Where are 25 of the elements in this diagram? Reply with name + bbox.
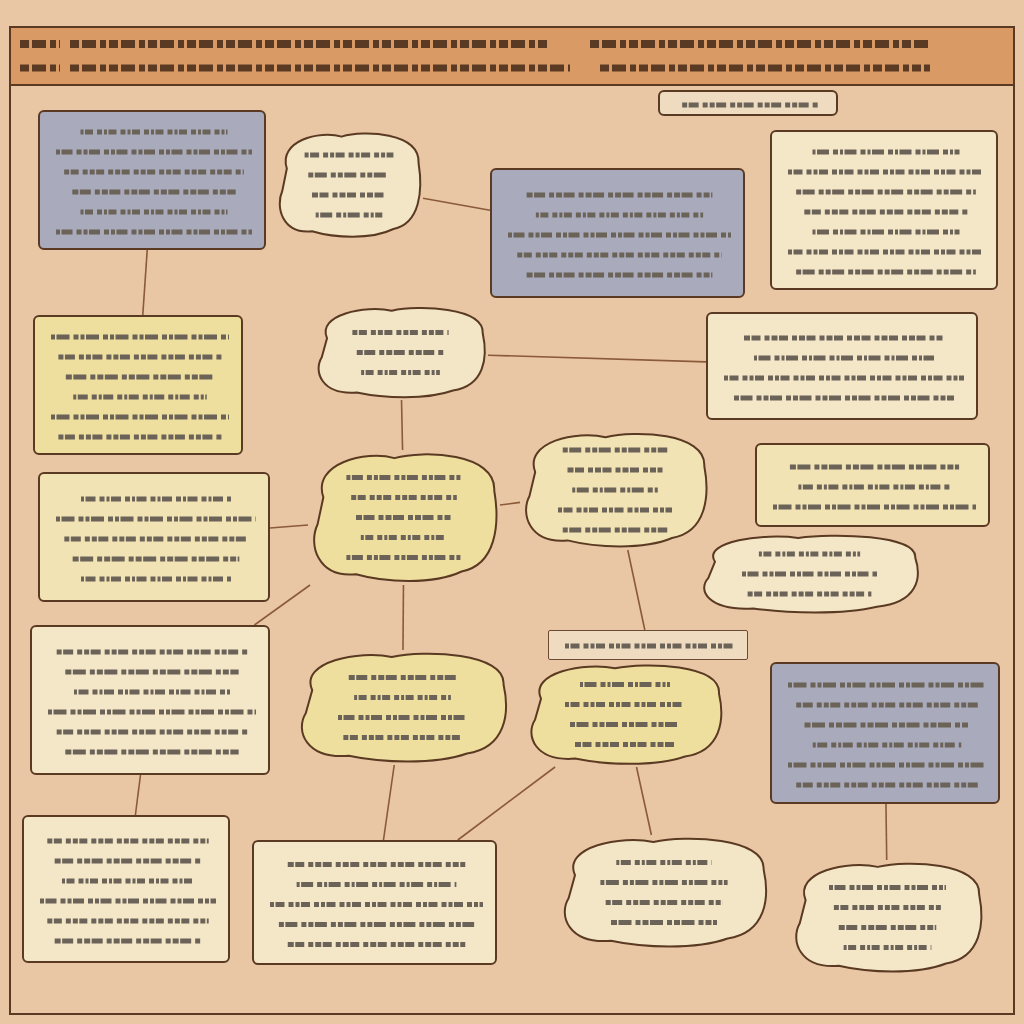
note-box bbox=[770, 662, 1000, 804]
connector-line bbox=[487, 354, 707, 363]
note-box bbox=[252, 840, 497, 965]
note-box bbox=[490, 168, 745, 298]
connector-line bbox=[626, 549, 646, 631]
connector-line bbox=[134, 774, 142, 816]
connector-line bbox=[402, 584, 405, 651]
note-box bbox=[770, 130, 998, 290]
connector-line bbox=[400, 399, 404, 451]
connector-line bbox=[382, 764, 396, 841]
note-box bbox=[706, 312, 978, 420]
note-box bbox=[755, 443, 990, 527]
connector-line bbox=[885, 803, 888, 861]
note-box bbox=[38, 472, 270, 602]
connector-line bbox=[456, 766, 556, 841]
connector-line bbox=[635, 766, 653, 836]
note-box bbox=[33, 315, 243, 455]
connector-line bbox=[422, 197, 491, 211]
connector-line bbox=[142, 249, 148, 316]
note-box bbox=[22, 815, 230, 963]
note-box bbox=[38, 110, 266, 250]
connector-line bbox=[499, 501, 521, 506]
connector-line bbox=[269, 524, 309, 529]
connector-line bbox=[253, 584, 311, 626]
note-box bbox=[30, 625, 270, 775]
